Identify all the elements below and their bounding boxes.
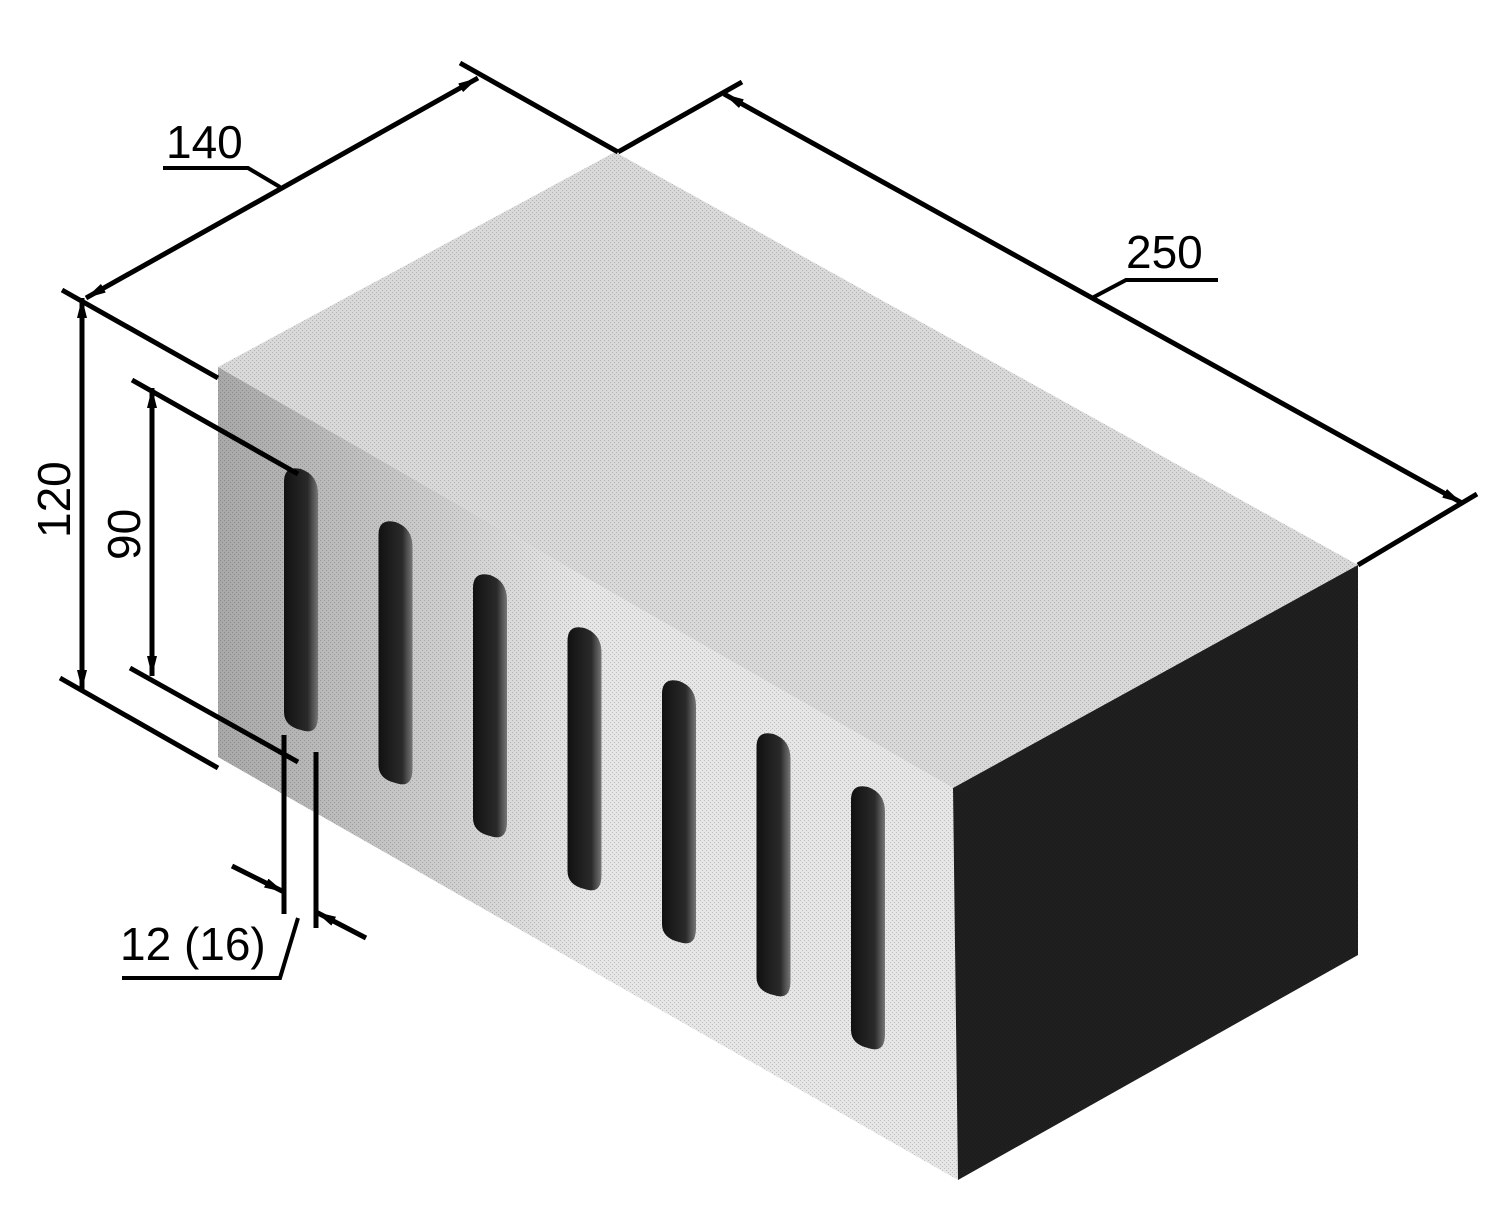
wall-arrow-left — [230, 863, 286, 895]
width-leader — [163, 166, 282, 189]
brick-end-face-texture — [953, 565, 1358, 1180]
width-label: 140 — [166, 116, 243, 168]
slot-4 — [567, 627, 602, 891]
width-extension-line-left — [60, 287, 220, 381]
slot-2 — [378, 521, 413, 785]
slot-height-extension-line-bottom — [128, 665, 300, 765]
width-extension-line-right — [458, 60, 620, 155]
slot-5 — [662, 680, 696, 944]
height-label: 120 — [28, 461, 80, 538]
slot-height-extension-line-top — [130, 377, 300, 477]
slot-6 — [756, 733, 791, 997]
slot-1 — [284, 468, 318, 732]
wall-arrow-right — [314, 909, 368, 941]
length-leader — [1091, 278, 1218, 300]
dimension-height: 120 — [28, 298, 220, 771]
slot-height-label: 90 — [98, 509, 150, 560]
length-extension-line-bottom — [1356, 491, 1479, 568]
length-label: 250 — [1126, 226, 1203, 278]
wall-leader — [122, 917, 300, 980]
length-extension-line-top — [616, 79, 744, 155]
wall-thickness-label: 12 (16) — [120, 918, 266, 970]
dimension-slot-height: 90 — [98, 377, 300, 765]
dimension-width: 140 — [60, 60, 620, 381]
slot-7 — [851, 786, 885, 1050]
slot-3 — [473, 574, 507, 838]
height-extension-line-bottom — [58, 675, 220, 771]
slot-group — [284, 468, 885, 1050]
dimension-length: 250 — [616, 79, 1479, 568]
dimension-wall-thickness: 12 (16) — [120, 735, 368, 980]
width-dimension-line — [84, 75, 480, 301]
